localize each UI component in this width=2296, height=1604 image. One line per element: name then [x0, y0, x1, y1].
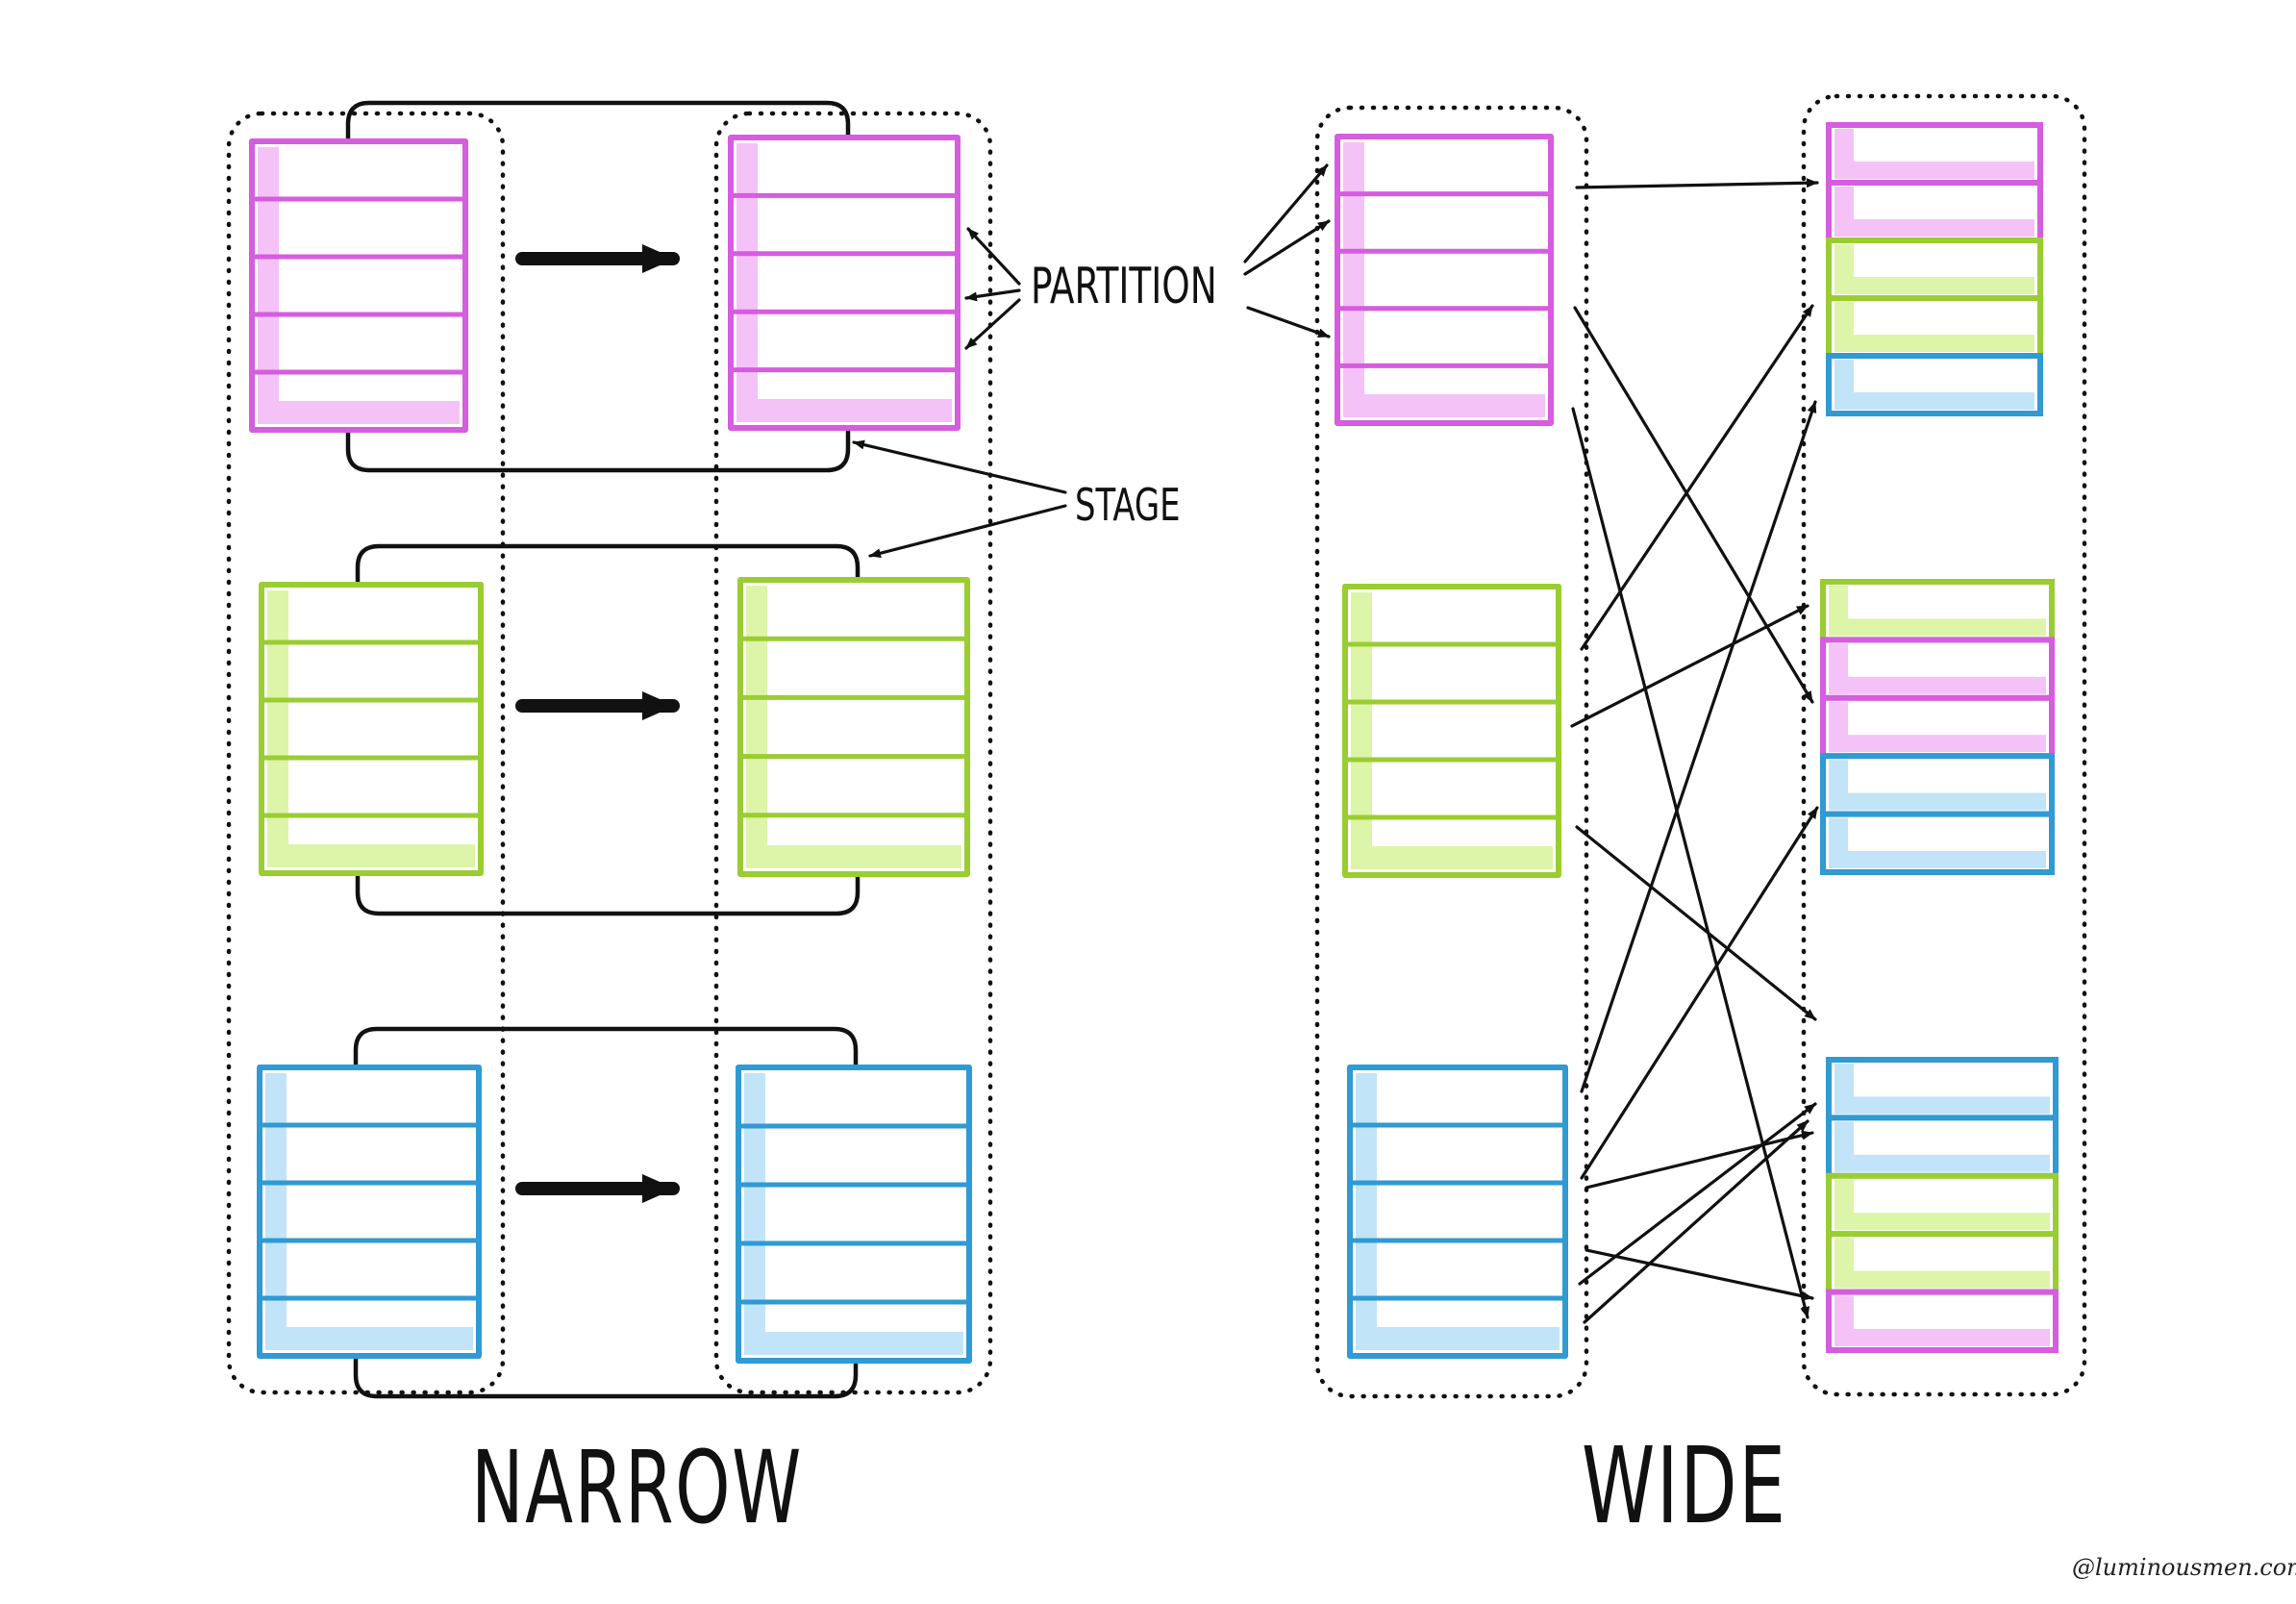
partition-shade [1351, 592, 1372, 869]
narrow-source-block [259, 582, 484, 876]
partition-block-border [1342, 584, 1561, 878]
partition-shade [1356, 1073, 1377, 1350]
credit-text: @luminousmen.com [2072, 1554, 2296, 1581]
partition-segment [1826, 353, 2043, 416]
partition-shade [1834, 1329, 2050, 1346]
stage-pointer-arrow [868, 504, 1067, 559]
shuffle-edge [1571, 407, 1810, 1319]
partition-pointer-arrow [966, 227, 1021, 286]
partition-shade [1834, 219, 2034, 237]
partition-segment [1820, 811, 2055, 875]
shuffle-edge [1585, 1248, 1814, 1301]
partition-label: PARTITION [1031, 258, 1217, 315]
stage-outline-bottom [353, 1353, 859, 1399]
partition-block-border [259, 582, 484, 876]
narrow-target-block [736, 1065, 972, 1364]
narrow-source-block [249, 138, 468, 433]
narrow-target-block [737, 577, 970, 877]
shuffle-edge [1580, 400, 1817, 1093]
shuffle-edge [1585, 1130, 1814, 1190]
partition-shade [746, 586, 767, 868]
partition-block-border [736, 1065, 972, 1364]
partition-shade [267, 590, 288, 867]
partition-shade [744, 1332, 963, 1355]
partition-shade [1829, 851, 2046, 868]
wide-target-block [1820, 579, 2055, 875]
partition-shade [736, 143, 758, 422]
partition-shade [1343, 142, 1364, 417]
shuffle-edge [1573, 306, 1814, 704]
dataset-outline [1314, 105, 1589, 1399]
partition-segment [1826, 1289, 2059, 1353]
partition-shade [1343, 394, 1545, 417]
shuffle-edge [1580, 806, 1819, 1180]
partition-shade [1834, 162, 2034, 179]
partition-shade [1829, 735, 2046, 753]
stage-label: STAGE [1075, 479, 1181, 531]
stage-outline-bottom [345, 425, 851, 473]
partition-shade [265, 1327, 473, 1350]
shuffle-edge [1578, 1102, 1817, 1286]
partition-block-border [249, 138, 468, 433]
partition-shade [1834, 277, 2034, 294]
partition-shade [1834, 1270, 2050, 1289]
partition-pointer-arrow [1246, 306, 1331, 338]
partition-pointer-arrow [964, 298, 1021, 350]
stage-outline-top [345, 100, 851, 144]
stage-outline-top [353, 1026, 859, 1070]
partition-block-border [257, 1065, 482, 1359]
partition-shade [258, 147, 279, 424]
partition-shade [1834, 1154, 2050, 1172]
partition-shade [1351, 846, 1553, 869]
partition-block-border [737, 577, 970, 877]
partition-shade [1834, 335, 2034, 352]
partition-shade [1829, 676, 2046, 694]
narrow-source-block [257, 1065, 482, 1359]
partition-shade [744, 1073, 765, 1355]
wide-title: WIDE [1582, 1424, 1787, 1547]
stage-pointer-arrow [852, 439, 1067, 494]
shuffle-edge [1580, 304, 1814, 651]
partition-shade [258, 401, 460, 424]
narrow-title: NARROW [471, 1429, 803, 1546]
partition-shade [1829, 618, 2046, 637]
partition-shade [1834, 392, 2034, 410]
partition-pointer-arrow [964, 288, 1021, 302]
shuffle-edge [1575, 178, 1819, 189]
stage-outline-bottom [355, 870, 861, 916]
narrow-target-block [728, 135, 961, 431]
dataset-outline [713, 111, 993, 1395]
dataset-outline [1801, 93, 2087, 1397]
stage-outline-top [355, 543, 861, 588]
shuffle-edge [1575, 825, 1817, 1021]
partition-shade [265, 1073, 287, 1350]
partition-block-border [728, 135, 961, 431]
partition-shade [736, 399, 952, 422]
wide-source-block [1347, 1065, 1568, 1359]
partition-shade [1356, 1327, 1560, 1350]
partition-shade [1829, 792, 2046, 811]
wide-source-block [1335, 134, 1554, 426]
wide-source-block [1342, 584, 1561, 878]
partition-shade [1834, 1096, 2050, 1115]
partition-shade [746, 845, 961, 868]
shuffle-edge [1583, 1119, 1809, 1324]
partition-shade [1834, 1213, 2050, 1231]
partition-shade [267, 844, 475, 867]
shuffle-edge [1570, 604, 1809, 728]
partition-block-border [1335, 134, 1554, 426]
wide-target-block [1826, 1057, 2059, 1353]
partition-pointer-arrow [1243, 219, 1331, 276]
partition-pointer-arrow [1243, 163, 1329, 263]
wide-target-block [1826, 122, 2043, 416]
partition-block-border [1347, 1065, 1568, 1359]
